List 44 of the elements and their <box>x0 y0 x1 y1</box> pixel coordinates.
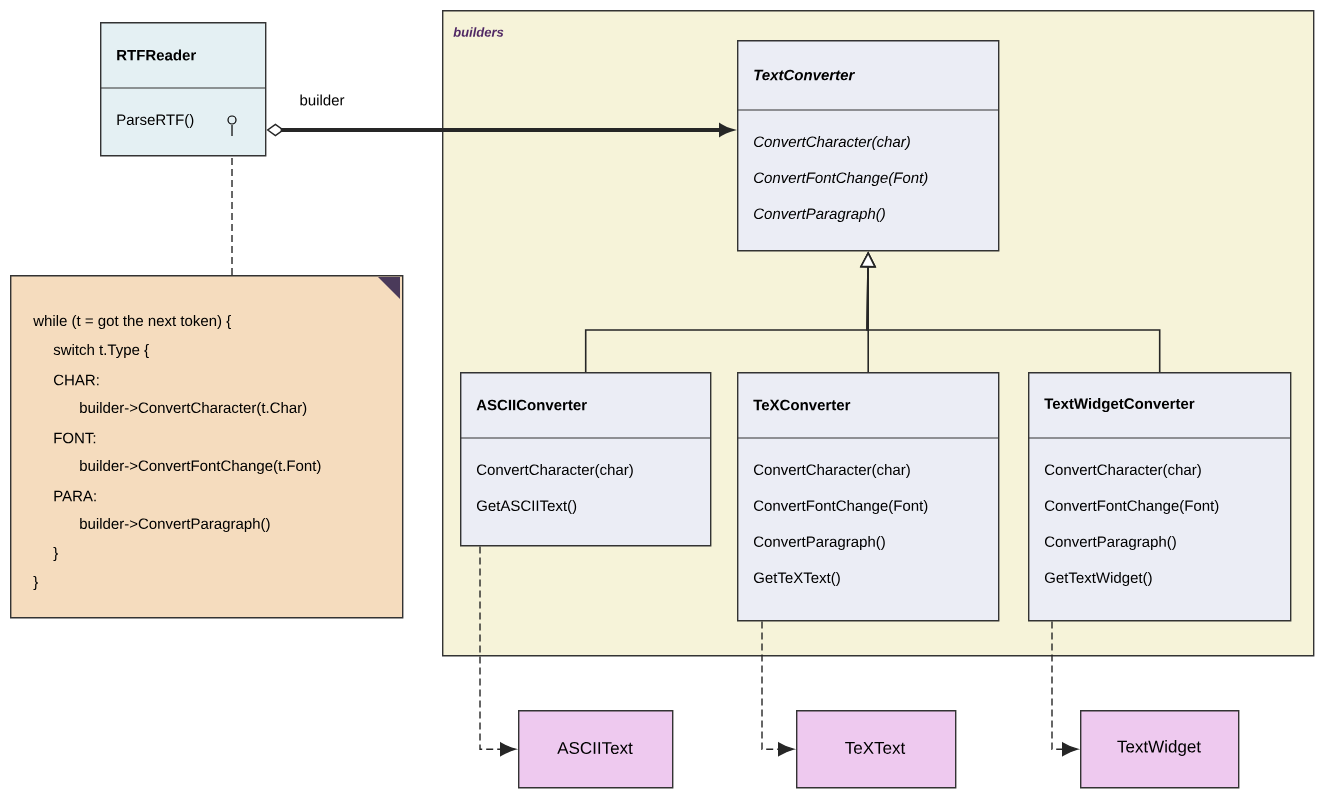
code-line: builder->ConvertFontChange(t.Font) <box>80 460 321 474</box>
method-name: ParseRTF() <box>117 114 194 128</box>
method-name: ConvertParagraph() <box>753 536 885 550</box>
method-name: ConvertCharacter(char) <box>1044 464 1201 478</box>
class-name: TeXConverter <box>753 399 851 411</box>
method-name: ConvertParagraph() <box>754 208 885 222</box>
method-name: ConvertFontChange(Font) <box>753 500 928 514</box>
code-line: } <box>33 576 38 590</box>
method-name: GetTeXText() <box>753 572 840 586</box>
method-name: ConvertFontChange(Font) <box>754 172 928 186</box>
class-box: TextWidget <box>1080 710 1240 789</box>
dashed-connector <box>1051 620 1079 757</box>
class-box <box>736 40 1000 252</box>
class-name: TextConverter <box>754 69 855 81</box>
method-name: GetASCIIText() <box>476 500 577 514</box>
method-name: ConvertFontChange(Font) <box>1044 500 1219 514</box>
class-name: RTFReader <box>117 49 196 61</box>
class-box <box>1027 372 1292 622</box>
package-name: builders <box>453 27 504 37</box>
code-line: switch t.Type { <box>53 344 149 358</box>
code-line: PARA: <box>54 490 96 502</box>
dashed-connector <box>761 620 795 757</box>
class-name: TextWidgetConverter <box>1044 397 1195 413</box>
class-box: TeXText <box>796 710 957 789</box>
note-box <box>10 275 404 619</box>
method-name: ConvertCharacter(char) <box>754 136 910 150</box>
method-name: GetTextWidget() <box>1044 572 1152 586</box>
code-line: CHAR: <box>54 374 99 386</box>
method-name: ConvertCharacter(char) <box>753 464 910 478</box>
method-name: ConvertCharacter(char) <box>477 464 633 478</box>
class-name: ASCIIConverter <box>476 399 587 411</box>
code-line: FONT: <box>54 432 96 444</box>
class-box: ASCIIText <box>518 710 674 789</box>
class-box <box>459 372 712 547</box>
dashed-connector <box>479 545 517 757</box>
code-line: while (t = got the next token) { <box>33 315 231 329</box>
method-name: ConvertParagraph() <box>1044 536 1176 550</box>
code-line: } <box>53 547 58 561</box>
edge-label: builder <box>298 93 346 107</box>
code-line: builder->ConvertParagraph() <box>80 518 270 532</box>
dashed-connector <box>231 155 233 276</box>
class-box <box>99 22 267 157</box>
class-box <box>736 372 1000 622</box>
code-line: builder->ConvertCharacter(t.Char) <box>80 402 307 416</box>
